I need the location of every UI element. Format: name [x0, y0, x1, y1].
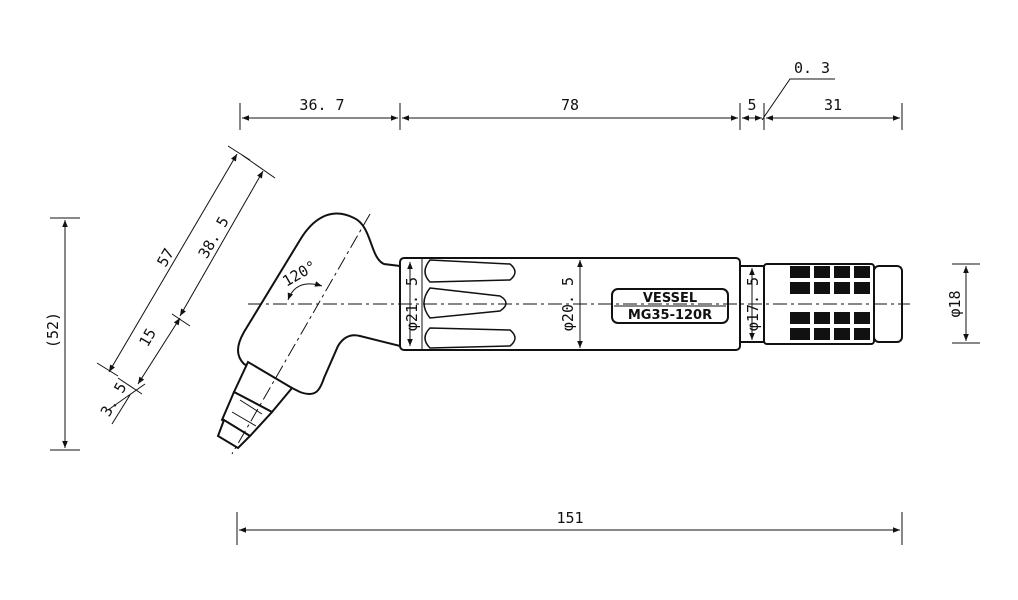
dim-dia-21-5: φ21. 5 [403, 277, 421, 331]
diameter-dimensions: φ21. 5 φ20. 5 φ17. 5 φ18 [403, 260, 980, 348]
dim-5: 5 [747, 96, 756, 114]
dim-38-5: 38. 5 [195, 213, 233, 261]
dim-78: 78 [561, 96, 579, 114]
left-height-dimension: (52) [44, 217, 80, 451]
bottom-dimension: 151 [236, 509, 903, 545]
dim-31: 31 [824, 96, 842, 114]
grip-groove-top [424, 259, 516, 283]
model-label: MG35-120R [628, 308, 712, 323]
knurl-pattern [790, 266, 870, 340]
dim-15: 15 [135, 325, 160, 350]
dim-dia-17-5: φ17. 5 [744, 277, 762, 331]
top-dimension-chain: 36. 7 78 5 31 0. 3 [239, 59, 903, 130]
dim-0-3: 0. 3 [794, 59, 830, 77]
dim-3-5: 3. 5 [97, 379, 131, 419]
brand-label: VESSEL [643, 291, 697, 306]
dim-dia-20-5: φ20. 5 [559, 277, 577, 331]
head-bit [216, 418, 252, 450]
dim-57: 57 [153, 245, 178, 270]
dim-dia-18: φ18 [946, 290, 964, 317]
grip-groove-mid [423, 287, 507, 319]
dim-151: 151 [556, 509, 583, 527]
grip-groove-bottom [424, 327, 516, 349]
tool-body: VESSEL MG35-120R [216, 212, 910, 455]
dim-36-7: 36. 7 [299, 96, 344, 114]
dim-52: (52) [44, 312, 62, 348]
